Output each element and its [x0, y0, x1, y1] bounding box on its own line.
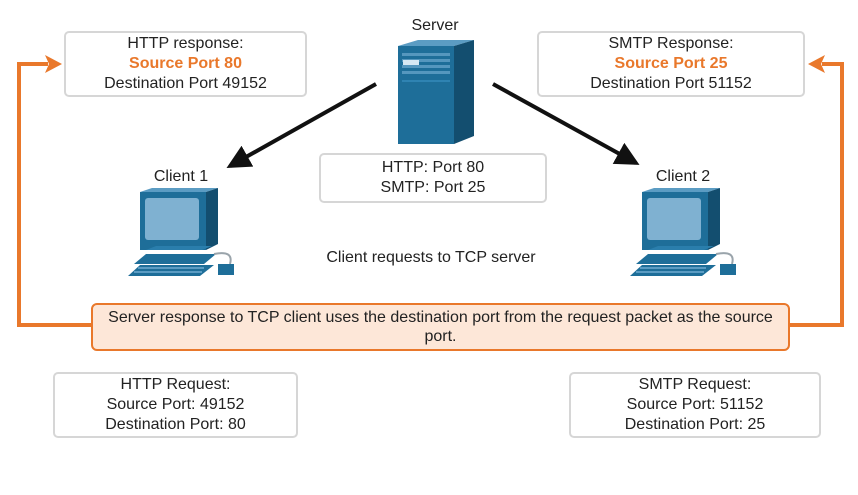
server-tower-icon: [398, 40, 474, 144]
server-ports-box: HTTP: Port 80 SMTP: Port 25: [319, 153, 547, 203]
right-response-arrowhead: [808, 55, 825, 73]
http-response-source-port: Source Port 80: [129, 55, 242, 72]
smtp-response-title: SMTP Response:: [608, 35, 734, 52]
smtp-request-title: SMTP Request:: [638, 376, 752, 393]
response-rule-banner: Server response to TCP client uses the d…: [91, 303, 790, 351]
left-response-path: [17, 62, 91, 327]
server-label: Server: [411, 17, 459, 34]
server-smtp-port: SMTP: Port 25: [380, 179, 486, 196]
smtp-request-box: SMTP Request: Source Port: 51152 Destina…: [569, 372, 821, 438]
client2-label: Client 2: [655, 168, 711, 185]
smtp-request-source-port: Source Port: 51152: [626, 396, 764, 413]
left-response-arrowhead: [45, 55, 62, 73]
client1-label: Client 1: [153, 168, 209, 185]
http-request-box: HTTP Request: Source Port: 49152 Destina…: [53, 372, 298, 438]
server-http-port: HTTP: Port 80: [381, 159, 485, 176]
smtp-response-destination-port: Destination Port 51152: [590, 75, 752, 92]
smtp-response-box: SMTP Response: Source Port 25 Destinatio…: [537, 31, 805, 97]
client2-computer-icon: [630, 188, 736, 276]
http-request-title: HTTP Request:: [120, 376, 231, 393]
right-response-path: [790, 62, 844, 327]
http-request-source-port: Source Port: 49152: [106, 396, 245, 413]
smtp-response-source-port: Source Port 25: [614, 55, 728, 72]
http-response-box: HTTP response: Source Port 80 Destinatio…: [64, 31, 307, 97]
http-response-title: HTTP response:: [127, 35, 244, 52]
server-to-client2-arrow: [492, 82, 640, 165]
smtp-request-destination-port: Destination Port: 25: [624, 416, 766, 433]
http-request-destination-port: Destination Port: 80: [105, 416, 246, 433]
server-to-client1-arrow: [226, 82, 377, 168]
response-rule-text: Server response to TCP client uses the d…: [108, 309, 773, 345]
http-response-destination-port: Destination Port 49152: [104, 75, 267, 92]
client1-computer-icon: [128, 188, 234, 276]
diagram-caption: Client requests to TCP server: [326, 249, 536, 266]
